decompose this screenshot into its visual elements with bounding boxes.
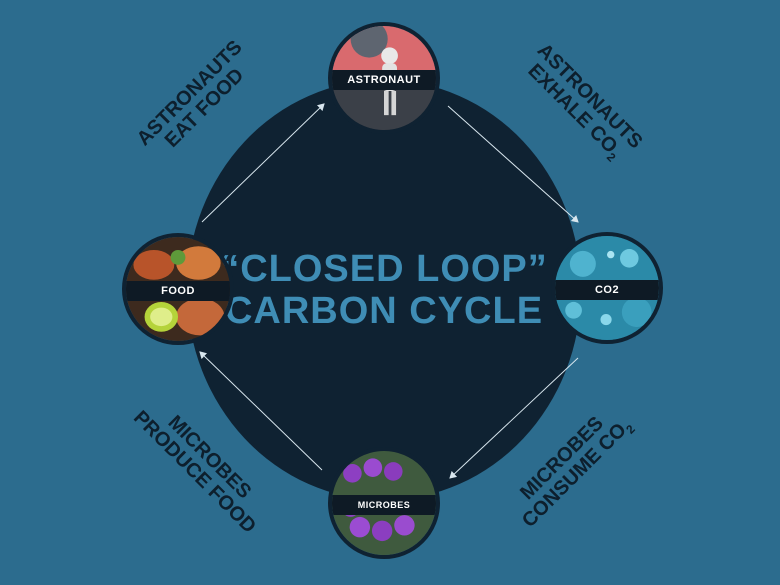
food-node: FOOD [122,233,234,345]
arrow-microbes-to-food [199,351,323,471]
arrow-astronaut-to-co2 [447,105,579,223]
arrow-food-to-astronaut [201,103,325,223]
title-line-1: “CLOSED LOOP” [220,248,548,290]
astronaut-label: ASTRONAUT [332,70,436,90]
microbes-label: MICROBES [332,495,436,515]
food-label: FOOD [126,281,230,301]
co2-label: CO2 [555,280,659,300]
microbes-node: MICROBES [328,447,440,559]
co2-node: CO2 [551,232,663,344]
arrow-co2-to-microbes [449,357,579,479]
astronaut-node: ASTRONAUT [328,22,440,134]
title-line-2: CARBON CYCLE [224,290,544,332]
central-circle [187,80,581,500]
